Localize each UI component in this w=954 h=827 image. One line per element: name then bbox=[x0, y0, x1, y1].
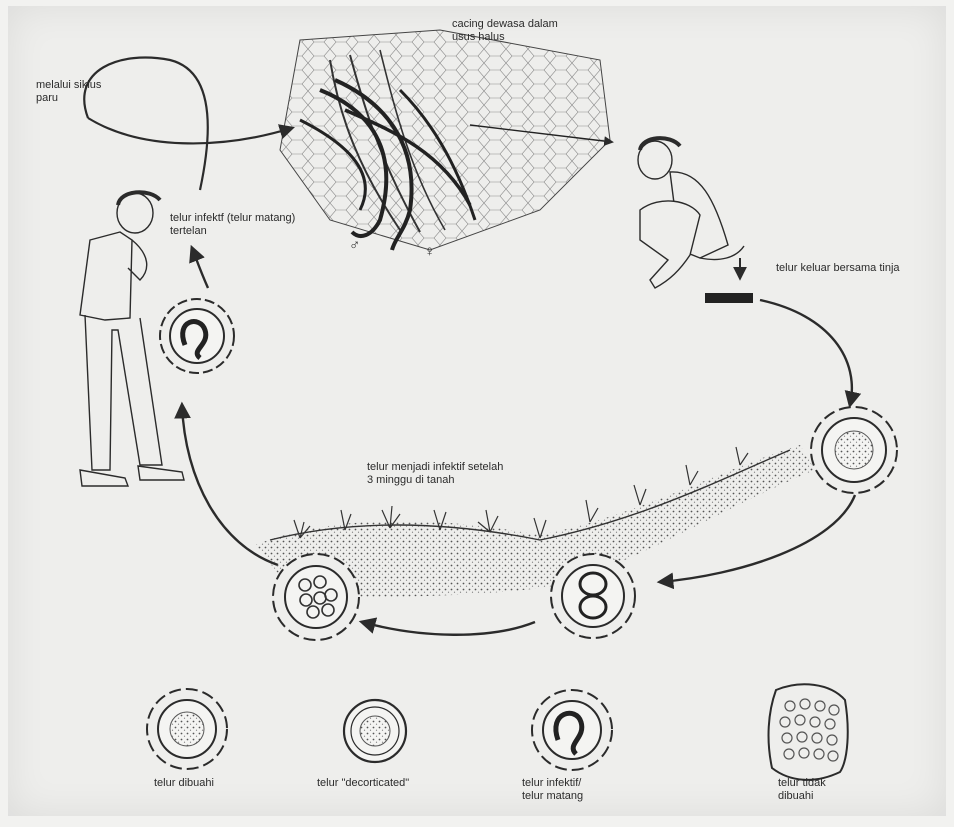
legend-label-unfertilized: telur tidak dibuahi bbox=[778, 777, 826, 803]
arrow-to-larva-egg bbox=[182, 405, 278, 565]
label-egg-out-with-feces: telur keluar bersama tinja bbox=[776, 262, 900, 275]
male-symbol: ♂ bbox=[349, 239, 360, 252]
legend-label-fertilized: telur dibuahi bbox=[154, 777, 214, 790]
legend-egg-infective bbox=[532, 690, 612, 770]
label-egg-infective-soil: telur menjadi infektif setelah 3 minggu … bbox=[367, 461, 503, 487]
to-intestine-arrow bbox=[88, 118, 292, 143]
label-adult-worms: cacing dewasa dalam usus halus bbox=[452, 18, 558, 44]
feces-block bbox=[705, 293, 753, 303]
legend-egg-unfertilized bbox=[769, 684, 848, 780]
label-egg-ingested: telur infektf (telur matang) tertelan bbox=[170, 212, 295, 238]
arrow-to-morula-egg bbox=[362, 622, 535, 635]
legend-egg-decorticated bbox=[344, 700, 406, 762]
legend-label-infective: telur infektif/ telur matang bbox=[522, 777, 583, 803]
legend-egg-fertilized bbox=[147, 689, 227, 769]
label-lung-cycle: melalui siklus paru bbox=[36, 79, 101, 105]
intestine-illustration bbox=[280, 30, 612, 250]
egg-two-cell-stage bbox=[551, 554, 635, 638]
lung-cycle-arrow bbox=[84, 57, 208, 190]
female-symbol: ♀ bbox=[424, 245, 435, 258]
egg-fertilized-in-soil bbox=[811, 407, 897, 493]
squatting-person-figure bbox=[638, 138, 744, 288]
arrow-to-mouth bbox=[192, 248, 208, 288]
egg-infective-ingested bbox=[160, 299, 234, 373]
arrow-to-fertilized-egg bbox=[760, 300, 852, 405]
legend-label-decorticated: telur "decorticated" bbox=[317, 777, 409, 790]
egg-morula-stage bbox=[273, 554, 359, 640]
